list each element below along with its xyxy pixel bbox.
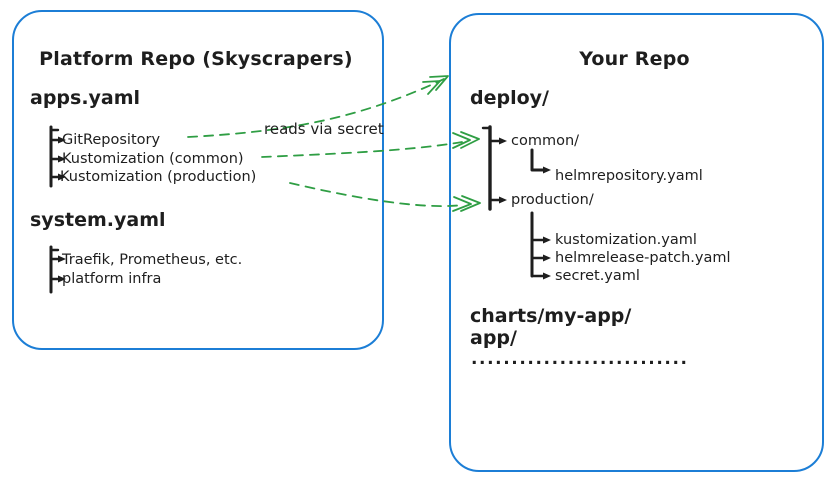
- tree-item-helmrepository-yaml: helmrepository.yaml: [555, 168, 703, 184]
- system-tree-icon: [49, 245, 66, 294]
- deploy-tree-icon: [481, 125, 507, 211]
- tree-item-production-dir: production/: [511, 192, 594, 208]
- tree-item-secret-yaml: secret.yaml: [555, 268, 640, 284]
- tree-item-traefik-prometheus: Traefik, Prometheus, etc.: [62, 252, 243, 268]
- arrow-kustomization-common-to-common: [261, 131, 480, 158]
- system-yaml-label: system.yaml: [30, 209, 166, 231]
- apps-tree-icon: [49, 125, 66, 188]
- your-repo-title: Your Repo: [579, 48, 690, 70]
- your-repo-box: [449, 13, 824, 472]
- tree-item-kustomization-yaml: kustomization.yaml: [555, 232, 697, 248]
- tree-item-kustomization-production: Kustomization (production): [60, 169, 257, 185]
- charts-my-app-label: charts/my-app/: [470, 305, 632, 327]
- ellipsis-line: ...........................: [471, 349, 689, 369]
- tree-item-common-dir: common/: [511, 133, 580, 149]
- platform-repo-title: Platform Repo (Skyscrapers): [39, 48, 353, 70]
- app-dir-label: app/: [470, 327, 517, 349]
- reads-via-secret-label: reads via secret: [264, 120, 384, 138]
- tree-item-kustomization-common: Kustomization (common): [62, 151, 244, 167]
- apps-yaml-label: apps.yaml: [30, 87, 141, 109]
- tree-item-helmrelease-patch-yaml: helmrelease-patch.yaml: [555, 250, 731, 266]
- tree-item-gitrepository: GitRepository: [62, 132, 161, 148]
- arrow-kustomization-production-to-production: [289, 182, 481, 212]
- production-branch-icon: [530, 211, 551, 280]
- common-branch-icon: [530, 148, 551, 174]
- arrow-gitrepository-to-your-repo: [187, 75, 449, 138]
- tree-item-platform-infra: platform infra: [62, 271, 162, 287]
- platform-repo-box: [12, 10, 384, 350]
- deploy-label: deploy/: [470, 87, 549, 109]
